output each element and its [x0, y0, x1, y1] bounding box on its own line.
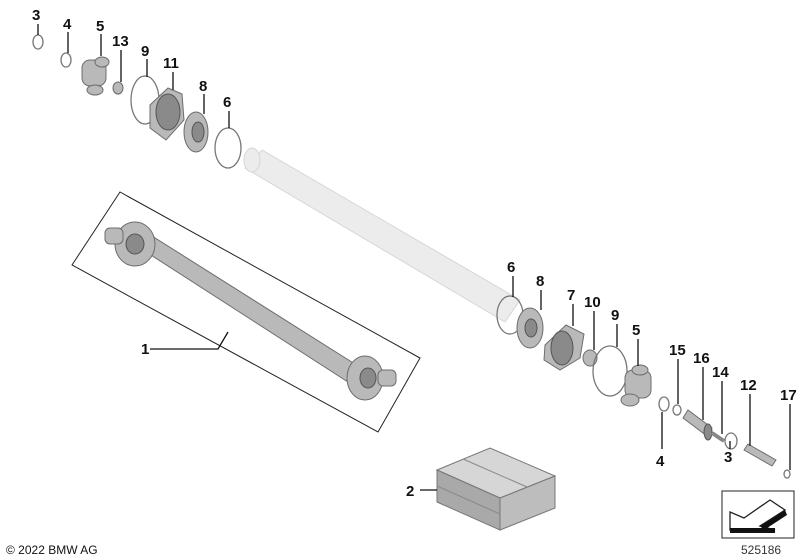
callout-8-mid: 8	[536, 273, 544, 290]
callout-13: 13	[112, 33, 129, 50]
top-joint-parts	[32, 34, 242, 169]
callout-15: 15	[669, 342, 686, 359]
ghost-shaft	[243, 147, 521, 323]
callout-7: 7	[567, 287, 575, 304]
callout-4: 4	[63, 16, 72, 33]
callout-9: 9	[141, 43, 149, 60]
callout-16: 16	[693, 350, 710, 367]
middle-leaders	[512, 276, 639, 366]
callout-10: 10	[584, 294, 601, 311]
sleeve-13	[112, 81, 124, 95]
callout-6-mid: 6	[507, 259, 515, 276]
middle-joint-parts	[496, 295, 652, 407]
circlip-4	[60, 52, 72, 68]
callout-14: 14	[712, 364, 729, 381]
callout-9-mid: 9	[611, 307, 619, 324]
copyright-text: © 2022 BMW AG	[6, 543, 98, 557]
callout-3-right: 3	[724, 449, 732, 466]
circlip-3	[32, 34, 44, 50]
callout-3: 3	[32, 7, 40, 24]
top-leaders	[37, 24, 230, 128]
callout-5-mid: 5	[632, 322, 640, 339]
callout-1: 1	[141, 341, 149, 358]
callout-8: 8	[199, 78, 207, 95]
callout-11: 11	[163, 55, 179, 72]
right-small-parts	[658, 396, 791, 479]
direction-arrow-icon	[721, 490, 795, 539]
parts-box	[420, 447, 557, 531]
right-leaders	[661, 359, 791, 470]
drive-shaft-assembly	[71, 191, 421, 433]
callout-2: 2	[406, 483, 414, 500]
callout-5: 5	[96, 18, 104, 35]
callout-12: 12	[740, 377, 757, 394]
ring-9b	[592, 345, 628, 397]
diagram-reference-number: 525186	[741, 543, 782, 557]
circlip-6	[214, 127, 242, 169]
callout-4-right: 4	[656, 453, 665, 470]
callout-17: 17	[780, 387, 797, 404]
callout-6: 6	[223, 94, 231, 111]
